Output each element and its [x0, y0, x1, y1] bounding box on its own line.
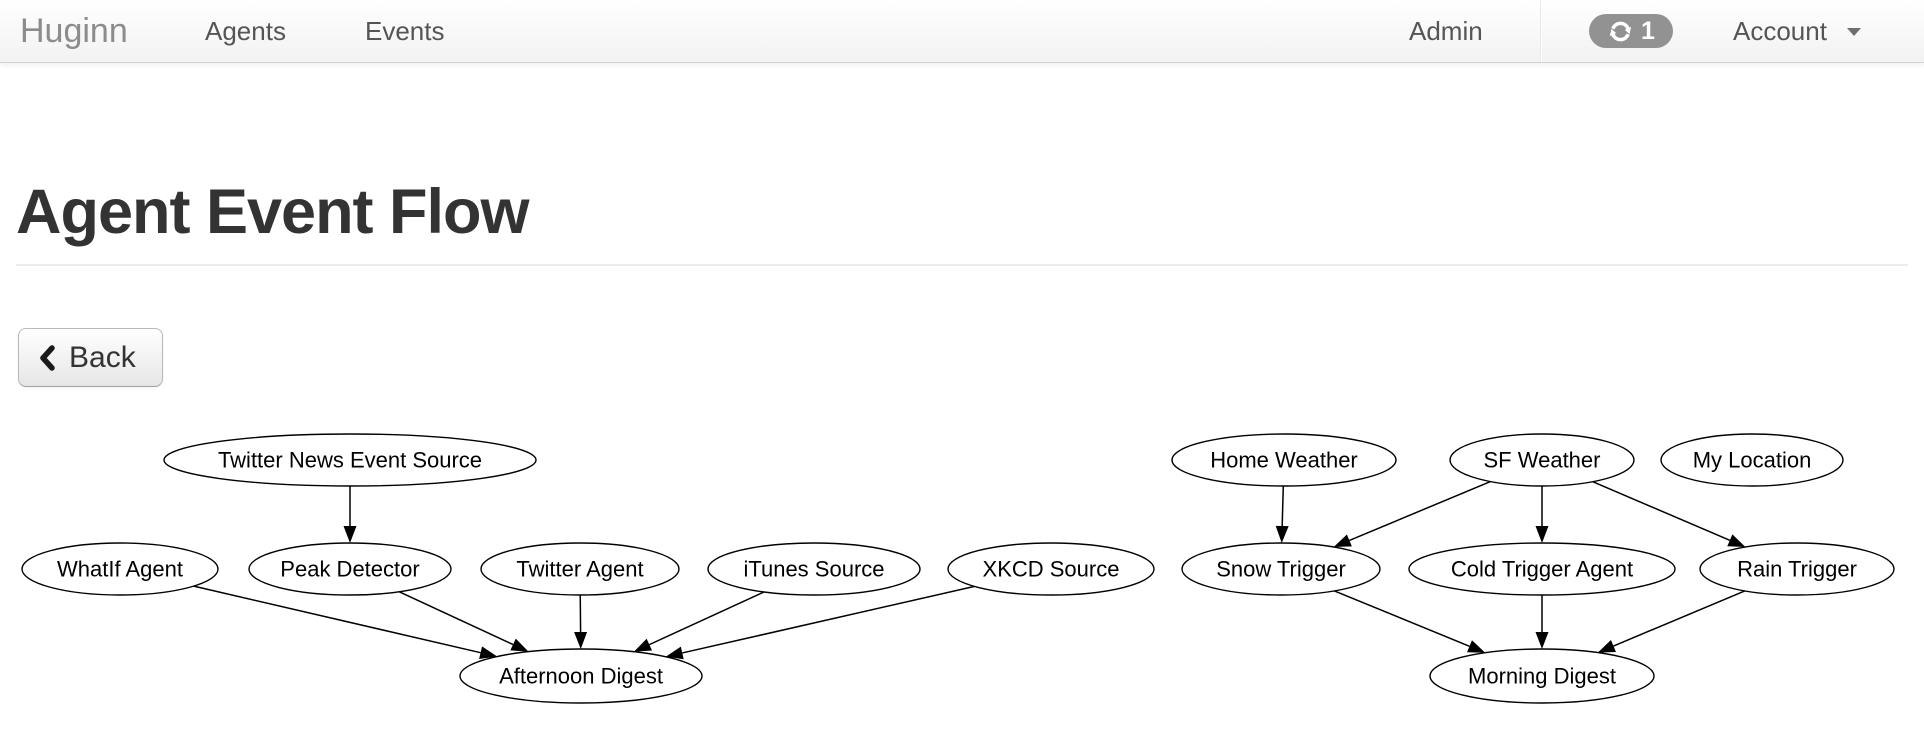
- graph-edge-home-weather-to-snow-trigger: [1275, 485, 1289, 544]
- graph-node-twitter-agent: Twitter Agent: [480, 542, 680, 596]
- graph-edge-cold-trigger-agent-to-morning-digest: [1535, 595, 1549, 649]
- arrowhead-icon: [479, 646, 498, 660]
- graph-node-xkcd-source: XKCD Source: [947, 542, 1155, 596]
- graph-node-label: XKCD Source: [983, 557, 1120, 582]
- graph-node-cold-trigger-agent: Cold Trigger Agent: [1408, 542, 1676, 596]
- graph-edge-sf-weather-to-cold-trigger-agent: [1535, 486, 1549, 543]
- chevron-left-icon: [40, 344, 55, 371]
- arrowhead-icon: [1597, 640, 1616, 653]
- event-count-badge[interactable]: 1: [1589, 14, 1673, 48]
- back-button-label: Back: [69, 340, 136, 374]
- graph-node-twitter-news-event-source: Twitter News Event Source: [163, 433, 537, 487]
- arrowhead-icon: [1535, 632, 1549, 649]
- arrowhead-icon: [1535, 526, 1549, 543]
- graph-node-label: Home Weather: [1210, 448, 1358, 473]
- navbar-divider: [1540, 0, 1542, 62]
- graph-node-peak-detector: Peak Detector: [248, 542, 452, 596]
- refresh-icon: [1609, 21, 1632, 41]
- nav-item-account[interactable]: Account: [1733, 0, 1862, 63]
- nav-item-admin[interactable]: Admin: [1409, 16, 1483, 46]
- graph-node-label: SF Weather: [1484, 448, 1601, 473]
- account-label: Account: [1733, 16, 1827, 46]
- arrowhead-icon: [574, 631, 588, 650]
- title-divider: [16, 264, 1908, 266]
- graph-node-label: Twitter Agent: [516, 557, 643, 582]
- brand-logo[interactable]: Huginn: [20, 12, 128, 50]
- graph-node-label: Cold Trigger Agent: [1451, 557, 1633, 582]
- arrowhead-icon: [343, 526, 357, 543]
- graph-edge-itunes-source-to-afternoon-digest: [633, 591, 765, 652]
- arrowhead-icon: [633, 638, 653, 652]
- graph-edge-snow-trigger-to-morning-digest: [1334, 590, 1486, 653]
- graph-edge-sf-weather-to-snow-trigger: [1333, 480, 1491, 547]
- graph-edge-rain-trigger-to-morning-digest: [1597, 590, 1746, 653]
- graph-node-afternoon-digest: Afternoon Digest: [459, 648, 703, 704]
- graph-node-label: Rain Trigger: [1737, 557, 1857, 582]
- nav-item-events[interactable]: Events: [365, 16, 445, 46]
- graph-edge-peak-detector-to-afternoon-digest: [398, 591, 529, 652]
- nav-item-agents[interactable]: Agents: [205, 16, 286, 46]
- arrowhead-icon: [510, 638, 529, 652]
- graph-node-label: WhatIf Agent: [57, 557, 183, 582]
- graph-node-label: My Location: [1693, 448, 1812, 473]
- graph-node-sf-weather: SF Weather: [1449, 433, 1635, 487]
- graph-node-rain-trigger: Rain Trigger: [1699, 542, 1895, 596]
- graph-node-morning-digest: Morning Digest: [1429, 648, 1655, 704]
- graph-node-label: Morning Digest: [1468, 664, 1616, 689]
- navbar: Huginn Agents Events Admin 1 Account: [0, 0, 1924, 63]
- back-button[interactable]: Back: [18, 328, 163, 387]
- graph-node-label: Afternoon Digest: [499, 664, 663, 689]
- page-title: Agent Event Flow: [16, 177, 530, 247]
- arrowhead-icon: [1467, 640, 1486, 653]
- arrowhead-icon: [1333, 534, 1352, 547]
- graph-edge-xkcd-source-to-afternoon-digest: [665, 585, 975, 660]
- graph-node-home-weather: Home Weather: [1171, 433, 1397, 487]
- graph-node-itunes-source: iTunes Source: [707, 542, 921, 596]
- graph-node-my-location: My Location: [1660, 433, 1844, 487]
- graph-node-whatif-agent: WhatIf Agent: [21, 542, 219, 596]
- arrowhead-icon: [665, 646, 684, 660]
- arrowhead-icon: [1275, 525, 1289, 544]
- graph-node-snow-trigger: Snow Trigger: [1181, 542, 1381, 596]
- arrowhead-icon: [1727, 534, 1746, 547]
- caret-down-icon: [1847, 28, 1862, 36]
- graph-node-label: Snow Trigger: [1216, 557, 1346, 582]
- graph-node-label: iTunes Source: [743, 557, 884, 582]
- graph-edge-sf-weather-to-rain-trigger: [1592, 480, 1746, 547]
- graph-edge-whatif-agent-to-afternoon-digest: [193, 585, 498, 660]
- graph-edge-twitter-agent-to-afternoon-digest: [574, 594, 588, 650]
- event-count: 1: [1641, 16, 1655, 45]
- graph-edge-twitter-news-event-source-to-peak-detector: [343, 486, 357, 543]
- graph-node-label: Twitter News Event Source: [218, 448, 482, 473]
- graph-node-label: Peak Detector: [280, 557, 419, 582]
